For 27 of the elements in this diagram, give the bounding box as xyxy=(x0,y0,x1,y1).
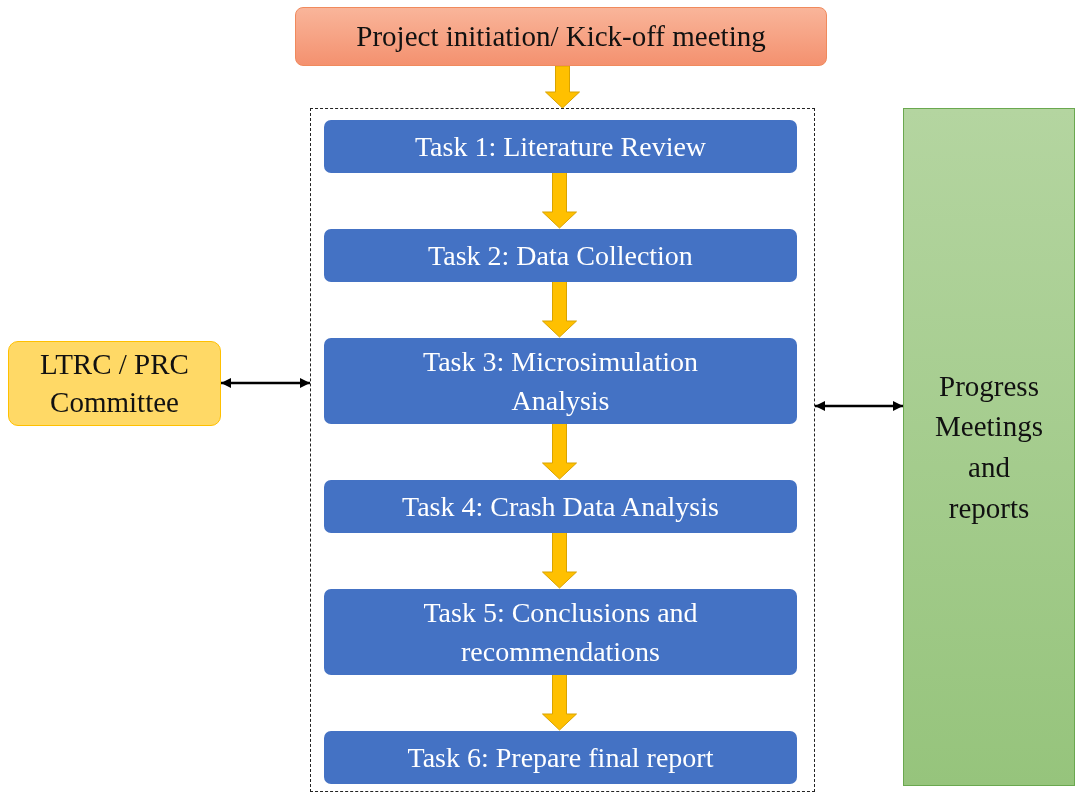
committee-box xyxy=(8,341,221,426)
block-arrow xyxy=(542,673,577,731)
task-box xyxy=(324,731,797,784)
block-arrow xyxy=(545,65,580,109)
node-text: Task 3: Microsimulation Analysis xyxy=(422,344,699,418)
block-arrow xyxy=(542,280,577,338)
node-text: Project initiation/ Kick-off meeting xyxy=(356,20,766,53)
node-text: Progress Meetings and reports xyxy=(934,368,1044,526)
task-box xyxy=(324,589,797,675)
task-box xyxy=(324,229,797,282)
double-arrow xyxy=(815,401,903,411)
task-box xyxy=(324,480,797,533)
node-text: LTRC / PRC Committee xyxy=(39,346,190,420)
dashed-frame xyxy=(310,108,815,792)
task-box xyxy=(324,338,797,424)
node-text: Task 5: Conclusions and recommendations xyxy=(422,595,699,669)
block-arrow xyxy=(542,171,577,229)
double-arrow xyxy=(221,378,310,388)
node-text: Task 2: Data Collection xyxy=(428,238,693,273)
node-text: Task 1: Literature Review xyxy=(414,129,707,164)
node-text: Task 6: Prepare final report xyxy=(407,740,714,775)
block-arrow xyxy=(542,531,577,589)
start-box xyxy=(295,7,827,66)
task-box xyxy=(324,120,797,173)
progress-box xyxy=(903,108,1075,786)
node-text: Task 4: Crash Data Analysis xyxy=(402,489,719,524)
block-arrow xyxy=(542,422,577,480)
